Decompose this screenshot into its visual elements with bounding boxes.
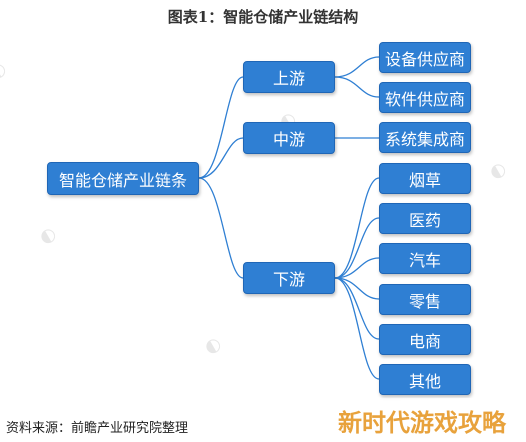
tobacco-node: 烟草 [379, 163, 471, 194]
connector-downstream-ecommerce [334, 277, 380, 340]
automobile-node: 汽车 [379, 243, 471, 274]
retail-node: 零售 [379, 284, 471, 315]
connector-downstream-automobile [334, 257, 380, 279]
connector-downstream-tobacco [334, 177, 380, 279]
midstream-node: 中游 [243, 122, 335, 154]
downstream-node: 下游 [243, 262, 335, 294]
other-node: 其他 [379, 364, 471, 395]
equipment-supplier-node: 设备供应商 [379, 42, 471, 73]
source-note: 资料来源：前瞻产业研究院整理 [6, 421, 189, 436]
connector-upstream-software [334, 76, 380, 98]
software-supplier-node: 软件供应商 [379, 82, 471, 113]
connector-downstream-other [334, 277, 380, 380]
upstream-node: 上游 [243, 61, 335, 93]
medicine-node: 医药 [379, 203, 471, 234]
connector-root-upstream [198, 76, 244, 179]
ecommerce-node: 电商 [379, 324, 471, 355]
connector-downstream-medicine [334, 217, 380, 279]
connector-root-midstream [198, 137, 244, 179]
connector-root-downstream [198, 177, 244, 279]
overlay-caption: 新时代游戏攻略 [318, 398, 526, 442]
connector-upstream-equipment [334, 56, 380, 78]
system-integrator-node: 系统集成商 [379, 122, 471, 153]
chart-title: 图表1：智能仓储产业链结构 [167, 8, 359, 26]
root-node: 智能仓储产业链条 [47, 162, 199, 195]
